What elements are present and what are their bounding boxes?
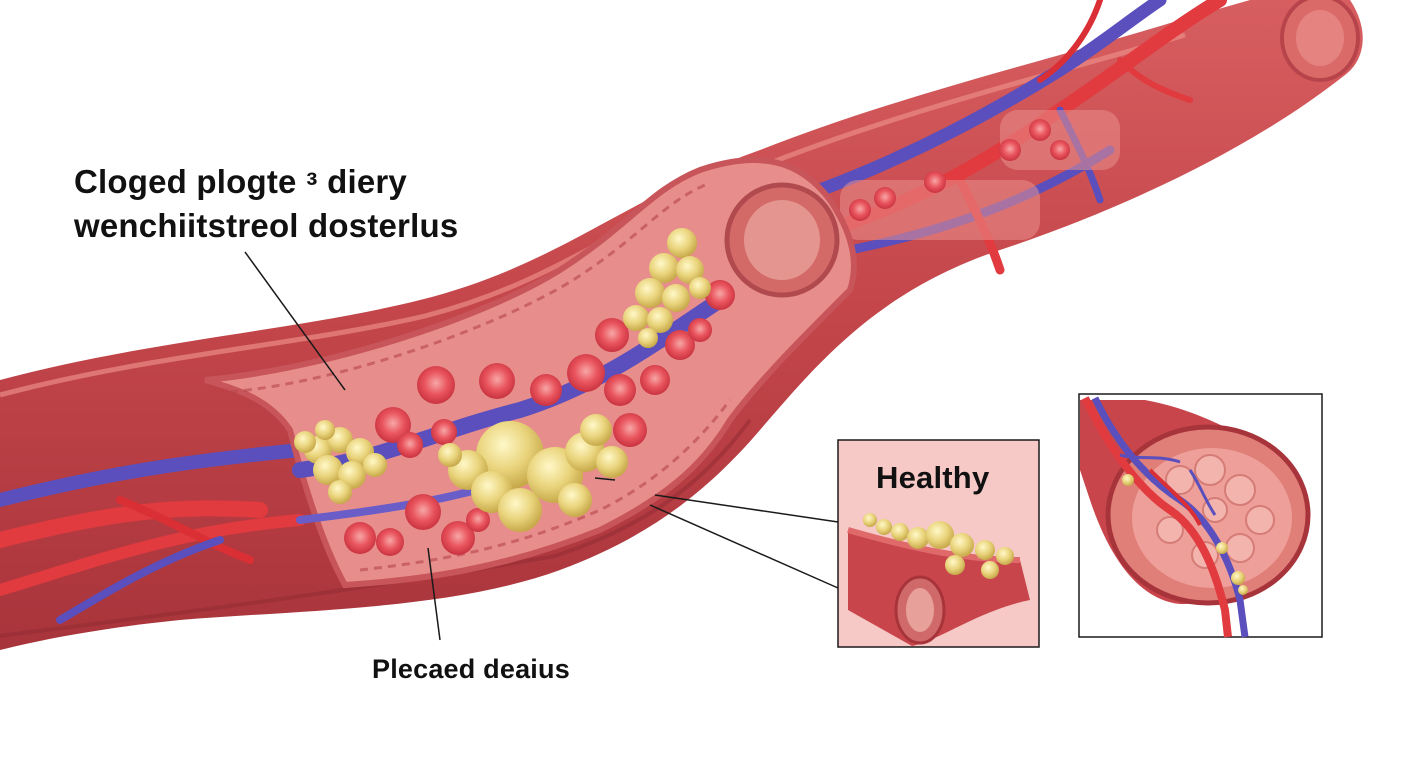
plaque-globule: [313, 455, 343, 485]
plaque-globule: [498, 488, 542, 532]
blood-cell: [344, 522, 376, 554]
plaque-globule: [876, 519, 892, 535]
plaque-globule: [558, 483, 592, 517]
plaque-globule: [1122, 474, 1134, 486]
plaque-globule: [981, 561, 999, 579]
blood-cell: [924, 171, 946, 193]
plaque-globule: [328, 480, 352, 504]
plaque-globule: [945, 555, 965, 575]
healthy-inset-label: Healthy: [876, 460, 990, 495]
plaque-globule: [891, 523, 909, 541]
healthy-inset-panel: [837, 439, 1040, 648]
blood-cell: [705, 280, 735, 310]
plaque-globule: [996, 547, 1014, 565]
leader-lines: [244, 251, 839, 641]
blood-cell: [613, 413, 647, 447]
blood-cell: [466, 508, 490, 532]
plaque-globule: [1238, 585, 1248, 595]
plaque-leader-line: [594, 477, 616, 481]
blood-cell: [441, 521, 475, 555]
plaque-globule: [950, 533, 974, 557]
plaque-globule: [1231, 571, 1245, 585]
blood-cell: [604, 374, 636, 406]
plaque-globule: [623, 305, 649, 331]
blood-cell: [1029, 119, 1051, 141]
blood-cell: [375, 407, 411, 443]
plaque-globule: [438, 443, 462, 467]
plaque-deposits: [294, 228, 711, 532]
inset-leader-line-upper: [654, 494, 839, 523]
plaque-globule: [647, 307, 673, 333]
plaque-globule: [294, 431, 316, 453]
blood-cell: [849, 199, 871, 221]
plaque-globule: [638, 328, 658, 348]
plaque-globule: [1216, 542, 1228, 554]
title-line-1: Cloged plogte ᶟ diery: [74, 163, 407, 200]
blood-cell: [417, 366, 455, 404]
upper-cell-cluster: [840, 110, 1120, 240]
blood-cell: [397, 432, 423, 458]
blood-cell: [567, 354, 605, 392]
blood-cell: [688, 318, 712, 342]
blood-cell: [595, 318, 629, 352]
plaque-globule: [926, 521, 954, 549]
blood-cell: [405, 494, 441, 530]
plaque-globule: [907, 527, 929, 549]
plaque-globule: [315, 420, 335, 440]
blood-cell: [431, 419, 457, 445]
plaque-globule: [635, 278, 665, 308]
cross-section-inset-panel: [1078, 393, 1323, 638]
blood-cell: [874, 187, 896, 209]
bottom-label: Plecaed deaius: [372, 654, 570, 684]
plaque-cluster-center: [438, 414, 628, 532]
plaque-globule: [975, 540, 995, 560]
blood-cell: [530, 374, 562, 406]
plaque-globule: [649, 253, 679, 283]
title-line-2: wenchiitstreol dosterlus: [74, 207, 459, 244]
plaque-globule: [662, 284, 690, 312]
inset-leader-line-lower: [649, 504, 839, 589]
blood-cell: [1050, 140, 1070, 160]
plaque-globule: [676, 256, 704, 284]
plaque-globule: [689, 277, 711, 299]
plaque-cluster-upper: [623, 228, 711, 348]
blood-cell: [640, 365, 670, 395]
blood-cell: [999, 139, 1021, 161]
plaque-globule: [580, 414, 612, 446]
blood-cell: [479, 363, 515, 399]
plaque-cluster-left: [294, 420, 387, 504]
plaque-globule: [363, 453, 387, 477]
blood-cell: [376, 528, 404, 556]
blood-cells: [344, 280, 735, 556]
plaque-globule: [863, 513, 877, 527]
bottom-leader-line: [427, 547, 441, 641]
title-leader-line: [244, 251, 346, 391]
blood-cell: [665, 330, 695, 360]
plaque-globule: [667, 228, 697, 258]
plaque-globule: [596, 446, 628, 478]
